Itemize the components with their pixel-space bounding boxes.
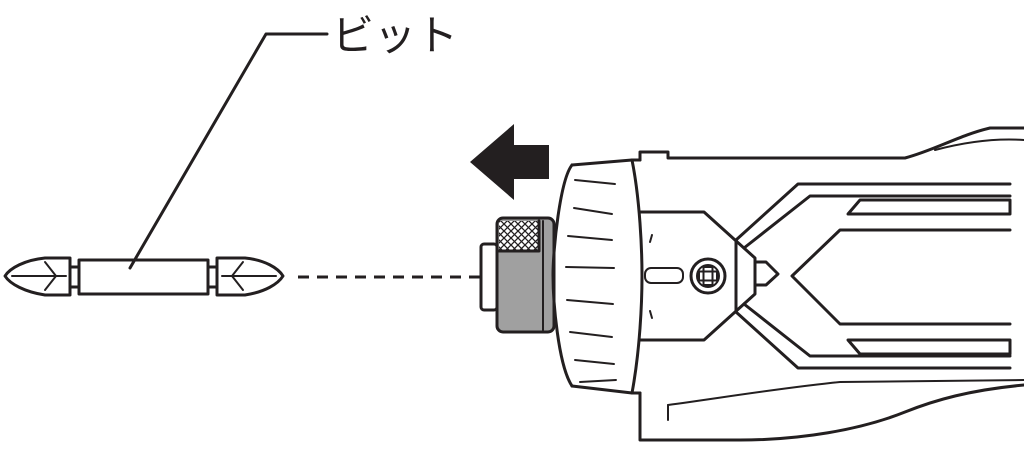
upper-groove	[846, 198, 1012, 216]
callout-leader-line	[128, 32, 329, 270]
front-cap	[551, 163, 574, 388]
housing-screw	[689, 257, 727, 295]
lower-panel-outer	[734, 310, 1012, 370]
bit-callout-label: ビット	[332, 11, 458, 60]
bit-tip-right	[215, 256, 285, 297]
indicator-pointer	[753, 260, 780, 287]
screwdriver-bit	[3, 256, 285, 297]
lower-groove	[846, 338, 1012, 356]
front-plate	[638, 210, 757, 342]
driver-body	[551, 126, 1024, 442]
sleeve-collar	[479, 242, 499, 312]
arrow-left-icon	[470, 124, 549, 200]
bit-shank	[77, 258, 210, 296]
bit-tip-left	[3, 256, 72, 297]
upper-panel-outer	[734, 182, 1012, 242]
inner-panel	[790, 228, 1012, 326]
chuck-sleeve	[479, 216, 556, 334]
housing-outline	[638, 126, 1024, 162]
sleeve-knurl	[499, 221, 539, 251]
